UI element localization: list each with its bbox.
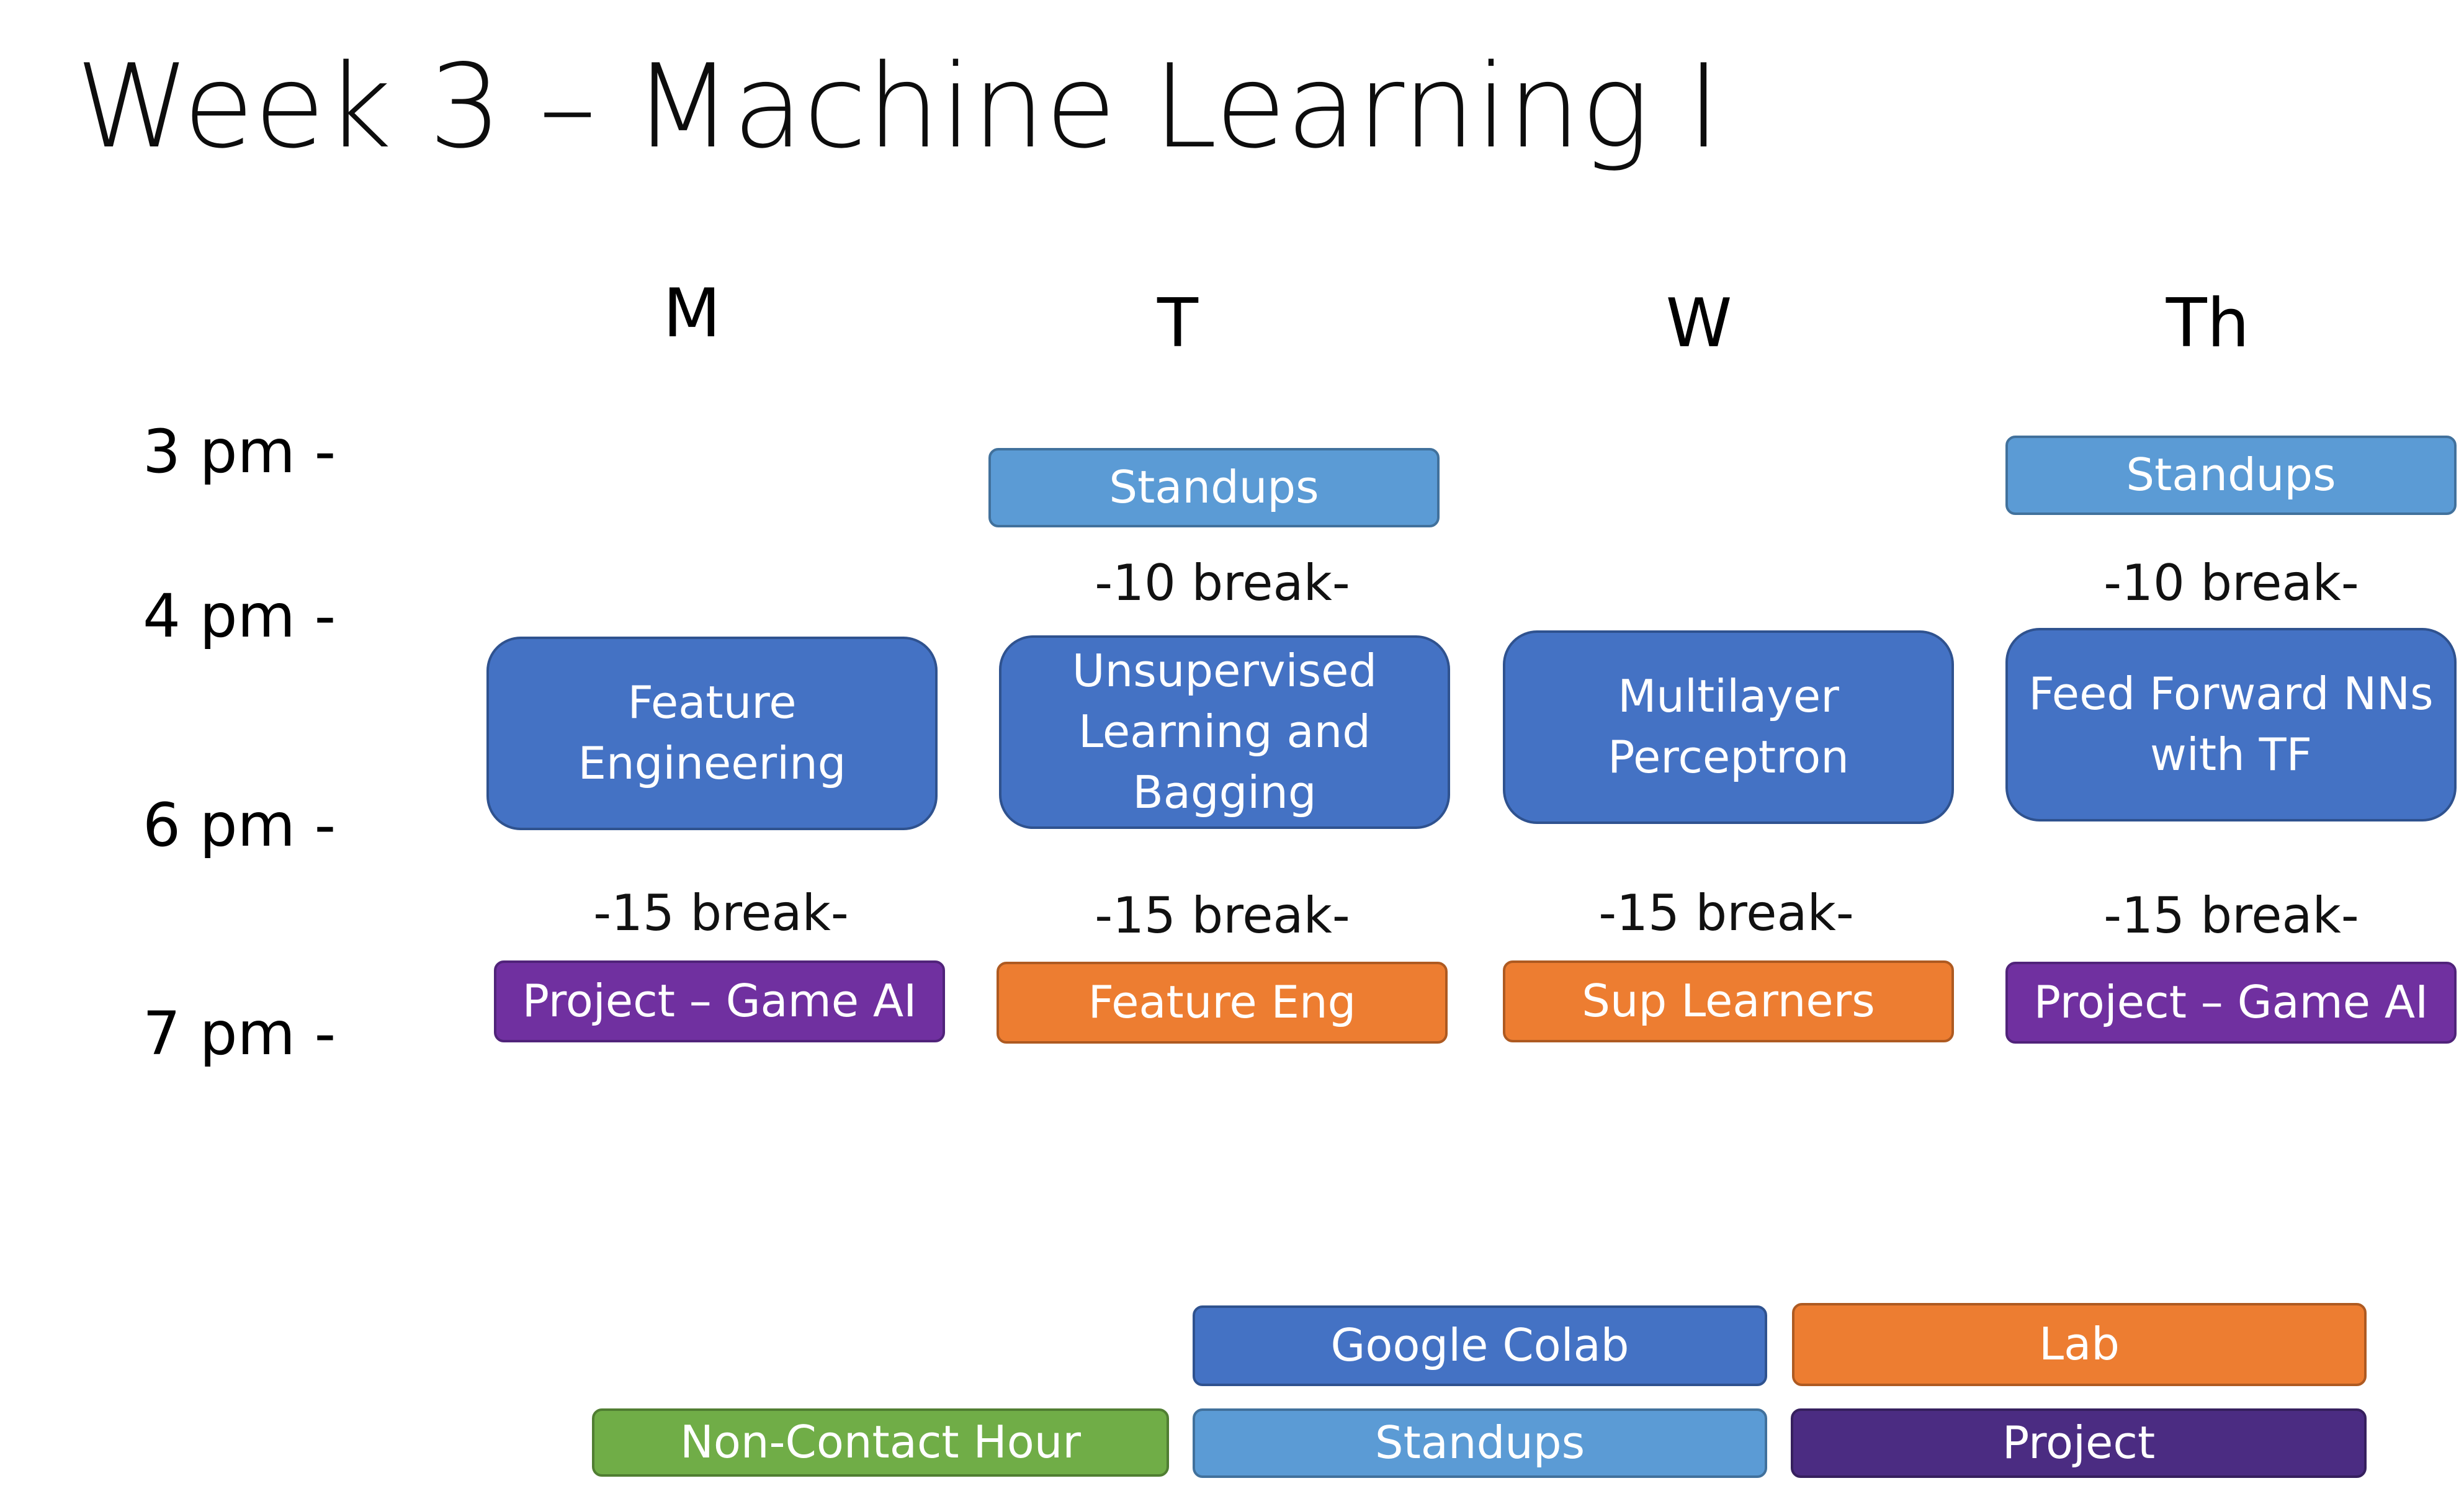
day-header-thursday: Th	[2166, 285, 2250, 362]
thursday-evening-block: Project – Game AI	[2005, 962, 2457, 1044]
tuesday-long-break: -15 break-	[1095, 887, 1350, 944]
tuesday-lecture-block: Unsupervised Learning and Bagging	[999, 635, 1450, 829]
monday-lecture-block: Feature Engineering	[486, 637, 938, 830]
thursday-long-break: -15 break-	[2103, 887, 2359, 944]
time-label-3pm: 3 pm -	[143, 417, 336, 486]
legend-standups: Standups	[1193, 1408, 1767, 1478]
page-title: Week 3 – Machine Learning I	[76, 39, 1721, 174]
wednesday-evening-block: Sup Learners	[1503, 960, 1954, 1042]
legend-project: Project	[1791, 1408, 2367, 1478]
wednesday-long-break: -15 break-	[1598, 884, 1854, 942]
thursday-standups-block: Standups	[2005, 436, 2457, 515]
monday-evening-block: Project – Game AI	[494, 960, 945, 1042]
legend-lab: Lab	[1792, 1303, 2367, 1386]
time-label-7pm: 7 pm -	[143, 999, 336, 1068]
day-header-tuesday: T	[1157, 285, 1198, 362]
thursday-short-break: -10 break-	[2103, 554, 2359, 612]
wednesday-lecture-block: Multilayer Perceptron	[1503, 630, 1954, 824]
monday-long-break: -15 break-	[593, 884, 849, 942]
time-label-4pm: 4 pm -	[143, 581, 336, 651]
legend-non-contact-hour: Non-Contact Hour	[592, 1408, 1169, 1477]
thursday-lecture-block: Feed Forward NNs with TF	[2005, 628, 2457, 821]
legend-google-colab: Google Colab	[1193, 1305, 1767, 1386]
day-header-monday: M	[663, 275, 721, 352]
tuesday-short-break: -10 break-	[1095, 554, 1350, 612]
tuesday-standups-block: Standups	[988, 448, 1440, 527]
time-label-6pm: 6 pm -	[143, 790, 336, 860]
day-header-wednesday: W	[1665, 285, 1732, 362]
tuesday-evening-block: Feature Eng	[997, 962, 1448, 1044]
